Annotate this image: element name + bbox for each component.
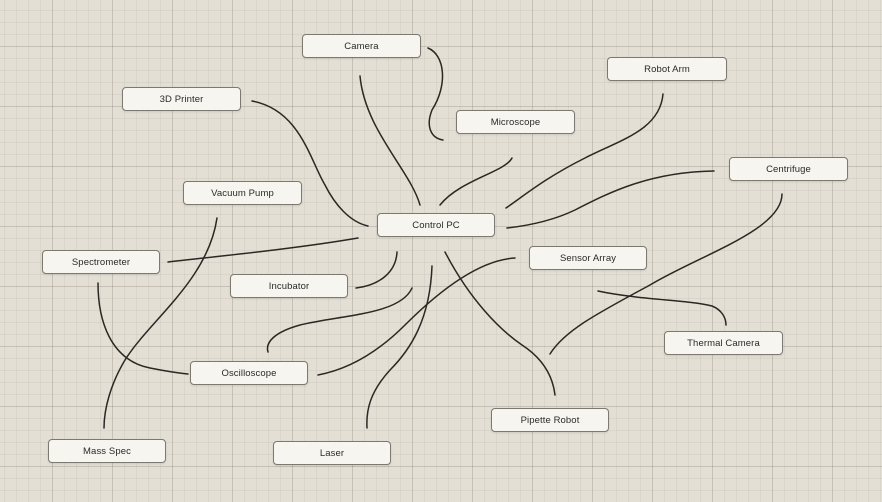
node-label: Laser	[319, 447, 345, 459]
edge-incubator-control	[355, 251, 398, 289]
node-oscilloscope[interactable]: Oscilloscope	[190, 361, 308, 385]
node-vacuum-pump[interactable]: Vacuum Pump	[183, 181, 302, 205]
edge-control-oscilloscope	[266, 287, 413, 353]
node-label: Centrifuge	[766, 163, 811, 175]
node-mass-spec[interactable]: Mass Spec	[48, 439, 166, 463]
edge-centrifuge-control	[506, 170, 715, 229]
edge-camera-control	[359, 75, 421, 206]
node-pipette-robot[interactable]: Pipette Robot	[491, 408, 609, 432]
node-label: Control PC	[412, 219, 460, 231]
node-thermal-camera[interactable]: Thermal Camera	[664, 331, 783, 355]
node-label: Vacuum Pump	[211, 187, 274, 199]
edge-spectrometer-oscilloscope	[97, 282, 189, 375]
node-laser[interactable]: Laser	[273, 441, 391, 465]
node-sensor-array[interactable]: Sensor Array	[529, 246, 647, 270]
edge-sensorarray-thermal	[597, 290, 727, 326]
node-label: Camera	[344, 40, 379, 52]
edge-microscope-control	[439, 157, 513, 206]
edge-camera-microscope	[427, 47, 444, 141]
edge-control-laser	[366, 265, 433, 429]
edge-control-pipette	[444, 251, 556, 396]
edge-centrifuge-thermal	[549, 193, 783, 355]
node-label: 3D Printer	[159, 93, 204, 105]
node-label: Sensor Array	[559, 252, 617, 264]
node-label: Spectrometer	[71, 256, 131, 268]
node-incubator[interactable]: Incubator	[230, 274, 348, 298]
node-label: Mass Spec	[83, 445, 131, 457]
node-control-pc[interactable]: Control PC	[377, 213, 495, 237]
edge-sensorarray-oscilloscope	[317, 257, 516, 376]
node-label: Oscilloscope	[221, 367, 277, 379]
edge-3dprinter-control	[251, 100, 369, 227]
node-robot-arm[interactable]: Robot Arm	[607, 57, 727, 81]
node-spectrometer[interactable]: Spectrometer	[42, 250, 160, 274]
node-3d-printer[interactable]: 3D Printer	[122, 87, 241, 111]
node-label: Thermal Camera	[687, 337, 760, 349]
node-microscope[interactable]: Microscope	[456, 110, 575, 134]
node-camera[interactable]: Camera	[302, 34, 421, 58]
edge-vacuum-massspec	[103, 217, 218, 429]
edge-spectrometer-control	[167, 237, 359, 263]
node-label: Microscope	[490, 116, 541, 128]
node-label: Pipette Robot	[520, 414, 580, 426]
node-centrifuge[interactable]: Centrifuge	[729, 157, 848, 181]
node-label: Incubator	[268, 280, 310, 292]
node-label: Robot Arm	[644, 63, 690, 75]
edge-robotarm-control	[505, 93, 664, 209]
